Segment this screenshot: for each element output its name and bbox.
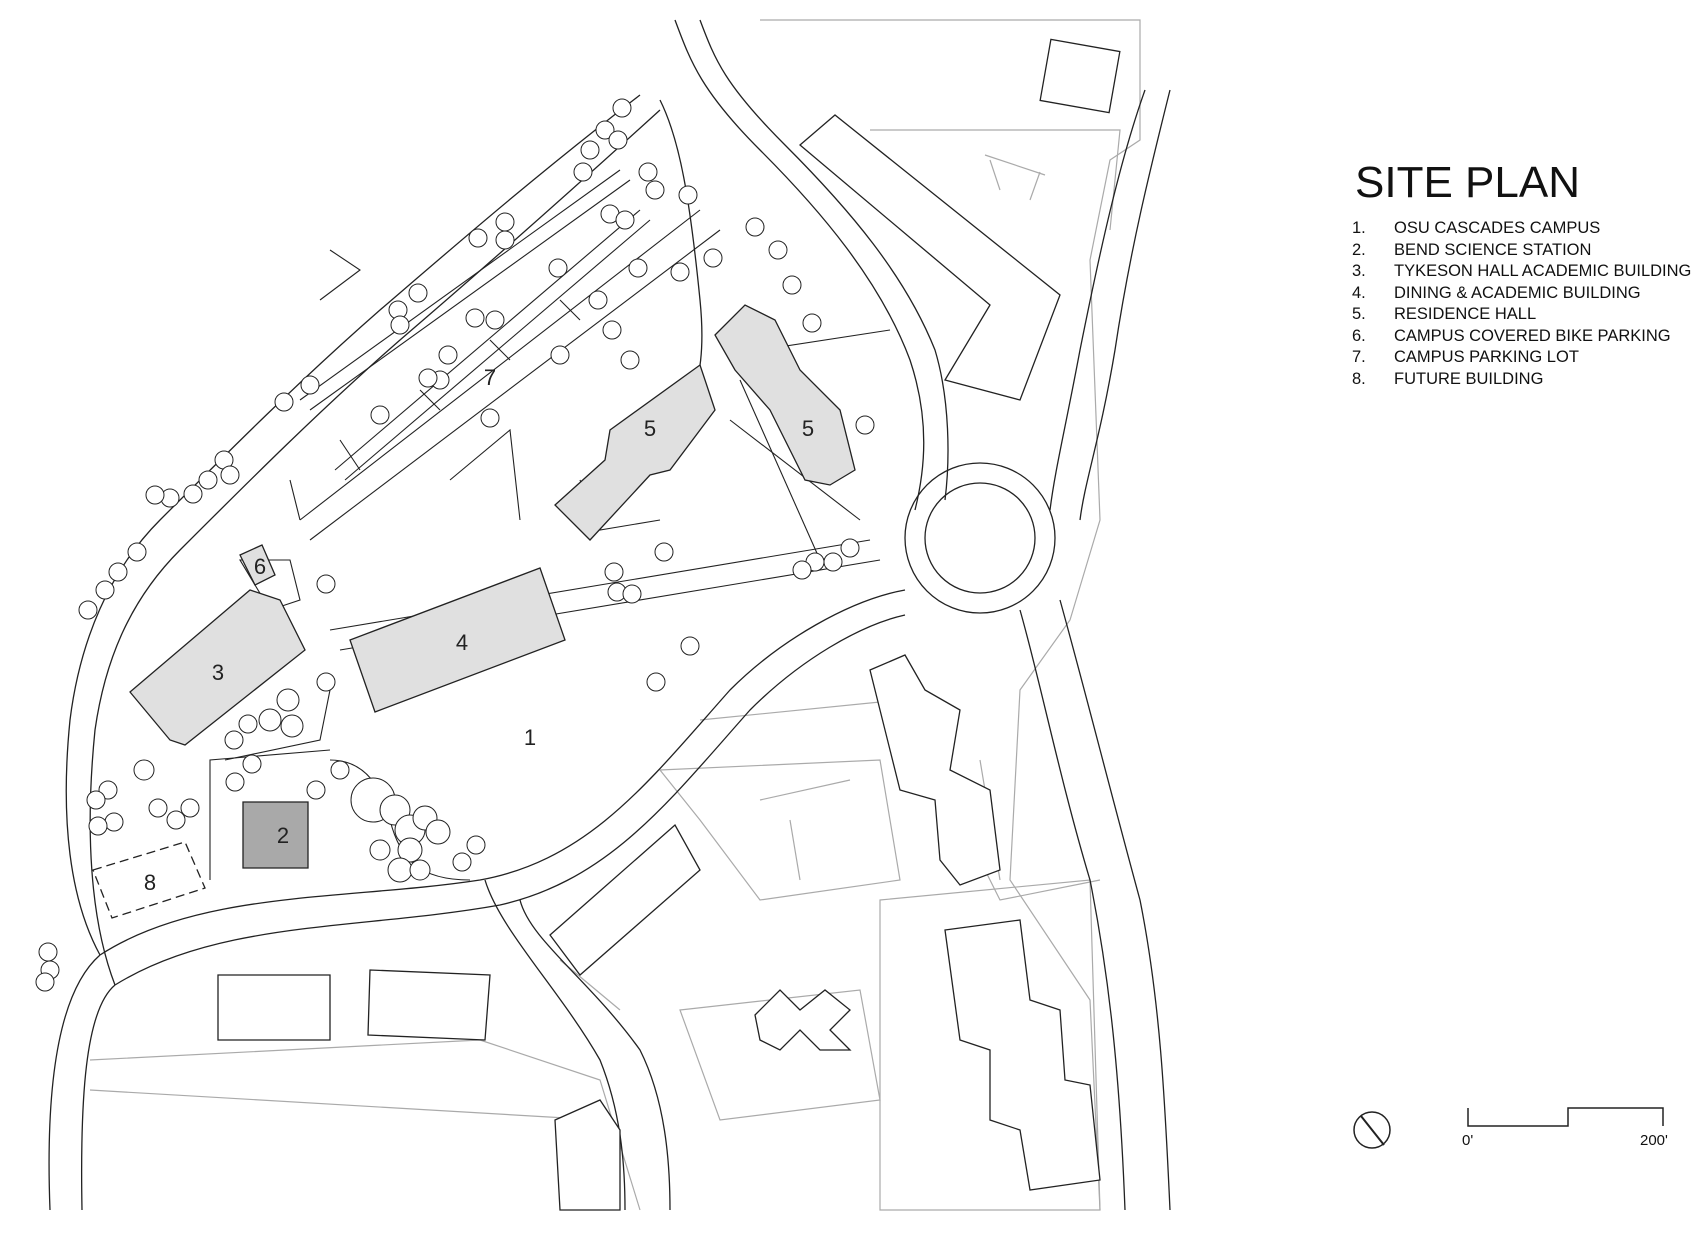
building-8-future bbox=[92, 841, 206, 919]
building-6-bike bbox=[239, 544, 276, 586]
legend: 1.OSU CASCADES CAMPUS 2.BEND SCIENCE STA… bbox=[1352, 218, 1691, 390]
building-3-tykeson bbox=[129, 589, 306, 746]
campus-site-lines bbox=[209, 209, 891, 881]
campus-buildings bbox=[92, 304, 856, 919]
scale-bar bbox=[1467, 1107, 1664, 1127]
legend-item: 4.DINING & ACADEMIC BUILDING bbox=[1352, 283, 1641, 302]
legend-item: 7.CAMPUS PARKING LOT bbox=[1352, 348, 1579, 366]
building-2-science bbox=[242, 801, 309, 869]
map-label-8: 8 bbox=[144, 870, 156, 895]
parking-islands bbox=[289, 169, 651, 521]
scale-end-label: 200' bbox=[1640, 1132, 1668, 1149]
map-label-2: 2 bbox=[277, 823, 289, 848]
map-label-1: 1 bbox=[524, 725, 536, 750]
context-buildings bbox=[217, 38, 1121, 1211]
legend-item: 1.OSU CASCADES CAMPUS bbox=[1352, 219, 1601, 237]
scale-start-label: 0' bbox=[1462, 1132, 1474, 1149]
page-title: SITE PLAN bbox=[1355, 158, 1580, 207]
building-5-residence-east bbox=[714, 304, 856, 486]
legend-item: 2.BEND SCIENCE STATION bbox=[1352, 240, 1592, 259]
legend-item: 5.RESIDENCE HALL bbox=[1352, 305, 1537, 323]
building-5-residence-west bbox=[554, 363, 716, 541]
legend-item: 6.CAMPUS COVERED BIKE PARKING bbox=[1352, 326, 1671, 345]
map-label-6: 6 bbox=[254, 554, 266, 579]
north-arrow-icon bbox=[1353, 1111, 1391, 1149]
map-label-3: 3 bbox=[212, 660, 224, 685]
map-label-4: 4 bbox=[456, 630, 468, 655]
map-label-5a: 5 bbox=[644, 416, 656, 441]
building-4-dining bbox=[349, 567, 566, 713]
trees bbox=[35, 98, 875, 992]
map-label-7: 7 bbox=[484, 365, 496, 390]
legend-item: 8.FUTURE BUILDING bbox=[1352, 369, 1544, 388]
building-labels: 1 2 3 4 5 5 6 7 8 bbox=[144, 365, 814, 895]
legend-item: 3.TYKESON HALL ACADEMIC BUILDING bbox=[1352, 262, 1692, 280]
map-label-5b: 5 bbox=[802, 416, 814, 441]
